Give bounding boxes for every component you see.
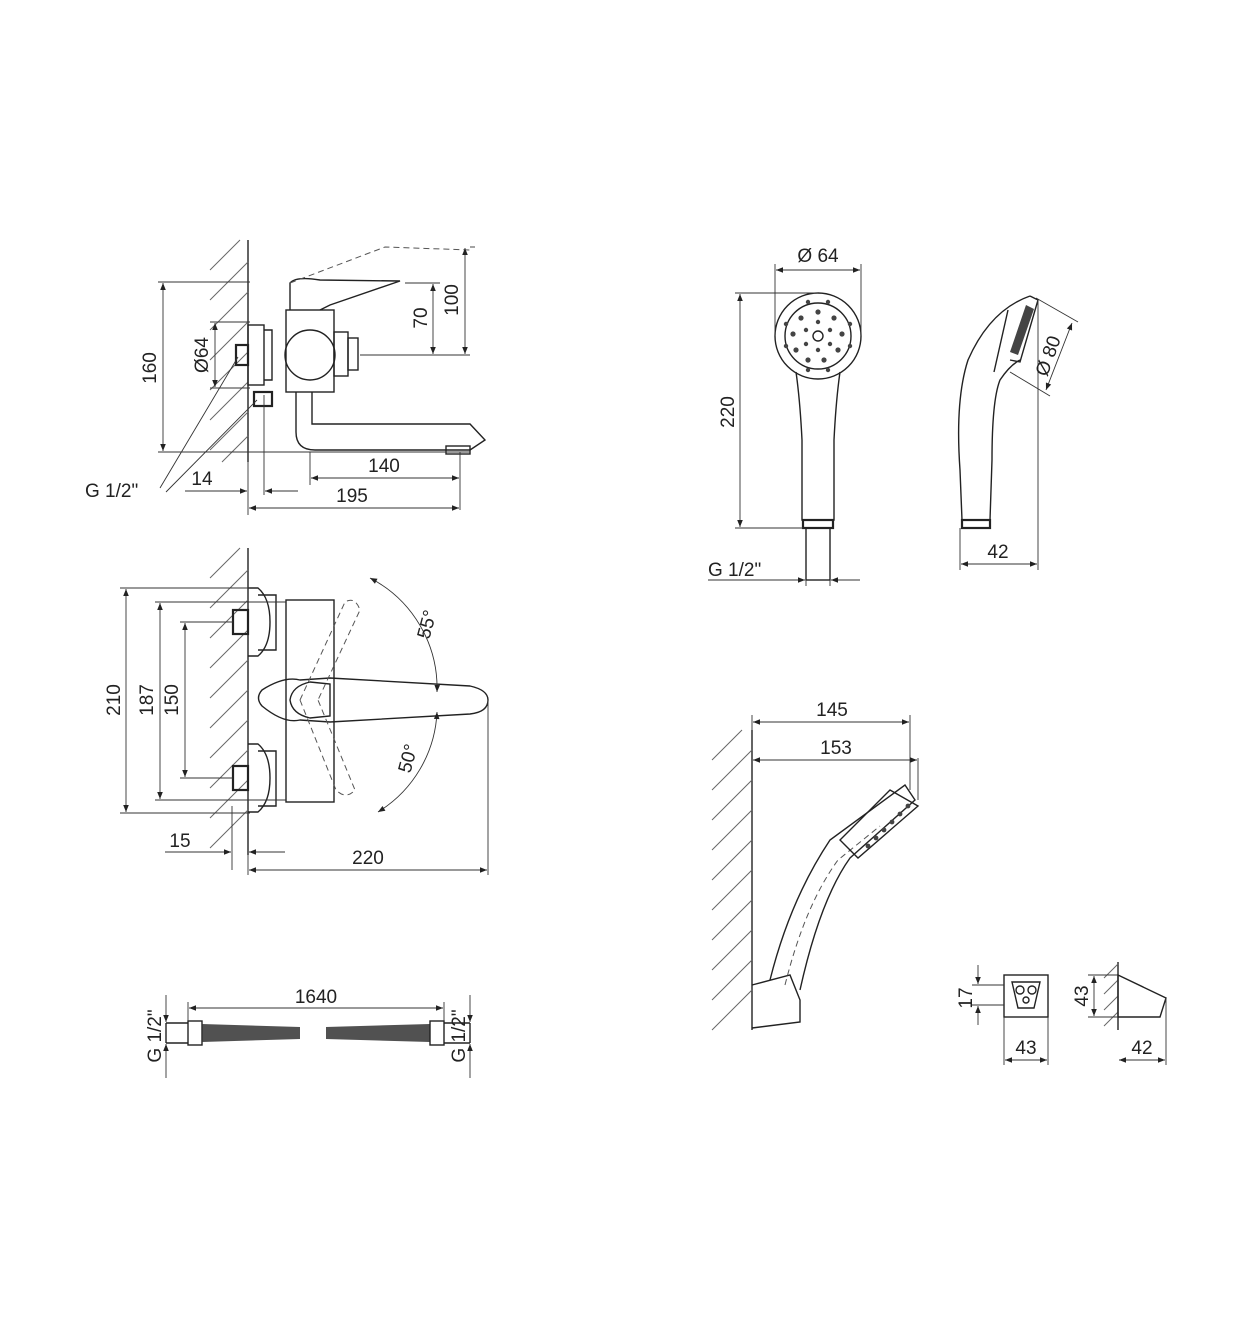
dim-diameter-64: Ø64	[192, 337, 213, 373]
dim-70: 70	[411, 307, 432, 328]
spray-nozzles	[783, 299, 853, 373]
side-dimension-lines	[158, 246, 475, 515]
dim-43-side: 43	[1072, 985, 1093, 1006]
thread-label: G 1/2"	[85, 481, 138, 502]
dim-150: 150	[162, 684, 183, 716]
dim-195: 195	[336, 486, 368, 507]
mixer-top-body	[231, 587, 489, 813]
dim-14: 14	[191, 469, 213, 490]
holder-front-detail	[1003, 974, 1049, 1018]
wall-hatch	[711, 729, 753, 1031]
dim-17: 17	[956, 987, 977, 1008]
holder-side-detail	[1103, 962, 1167, 1030]
holder-dimension-lines	[751, 715, 919, 800]
hand-shower-views: Ø 64 220 G 1/2" Ø 80 42	[708, 246, 1079, 586]
angle-50: 50°	[395, 742, 423, 775]
dim-42-shower: 42	[987, 542, 1008, 563]
wall-hatch	[209, 547, 249, 855]
dim-140: 140	[368, 456, 400, 477]
dim-43-front: 43	[1015, 1038, 1036, 1059]
holder-with-shower	[751, 784, 920, 1029]
dim-153: 153	[820, 738, 852, 759]
hand-shower-front	[774, 292, 862, 581]
dim-15: 15	[169, 831, 190, 852]
mixer-side-body	[234, 246, 487, 455]
side-view-mixer: 160 Ø64 70 100 140 14 195 G 1/2"	[85, 239, 487, 515]
hand-shower-side	[957, 295, 1039, 530]
top-dimension-lines	[120, 577, 489, 875]
hand-shower-dimension-lines	[708, 264, 1079, 586]
dim-diameter-64-head: Ø 64	[797, 246, 839, 267]
dim-220-shower: 220	[718, 396, 739, 428]
dim-160: 160	[140, 352, 161, 384]
dim-diameter-80: Ø 80	[1032, 333, 1066, 379]
holder-detail-views: 17 43 43 42	[956, 962, 1167, 1065]
hose-body	[165, 1020, 471, 1046]
dim-210: 210	[104, 684, 125, 716]
top-view-mixer: 210 187 150 15 220 55° 50°	[104, 547, 489, 875]
thread-shower-label: G 1/2"	[708, 560, 761, 581]
hose-dimension-lines	[163, 995, 473, 1078]
thread-right-label: G 1/2"	[449, 1009, 470, 1062]
holder-detail-dimension-lines	[972, 965, 1167, 1065]
thread-left-label: G 1/2"	[145, 1009, 166, 1062]
dim-187: 187	[137, 684, 158, 716]
angle-55: 55°	[414, 608, 442, 641]
dim-1640: 1640	[295, 987, 337, 1008]
dim-145: 145	[816, 700, 848, 721]
dim-42-side: 42	[1131, 1038, 1152, 1059]
dim-100: 100	[442, 284, 463, 316]
holder-wall-view: 145 153	[711, 700, 920, 1031]
dim-220: 220	[352, 848, 384, 869]
hose-view: 1640 G 1/2" G 1/2"	[145, 987, 473, 1078]
